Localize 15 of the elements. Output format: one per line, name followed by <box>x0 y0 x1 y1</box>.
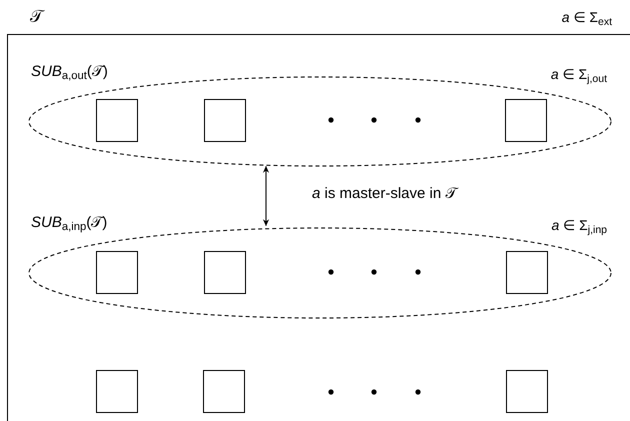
frame-alphabet: a ∈ Σ$_{ext}$ <box>562 10 612 24</box>
component-box <box>96 251 138 294</box>
edge-label: a is master-slave in 𝒯 <box>312 186 456 201</box>
component-box <box>506 370 548 413</box>
double-arrow <box>262 166 270 226</box>
component-box <box>96 370 138 413</box>
component-box <box>505 99 547 142</box>
frame-title: 𝒯 <box>30 8 43 25</box>
component-box <box>204 251 246 294</box>
subset-label: SUB$_{a,out}$(𝒯) <box>31 64 108 79</box>
component-box <box>204 99 246 142</box>
component-box <box>203 370 245 413</box>
component-box <box>506 251 548 294</box>
component-box <box>96 99 138 142</box>
subset-label: SUB$_{a,inp}$(𝒯) <box>31 215 108 230</box>
